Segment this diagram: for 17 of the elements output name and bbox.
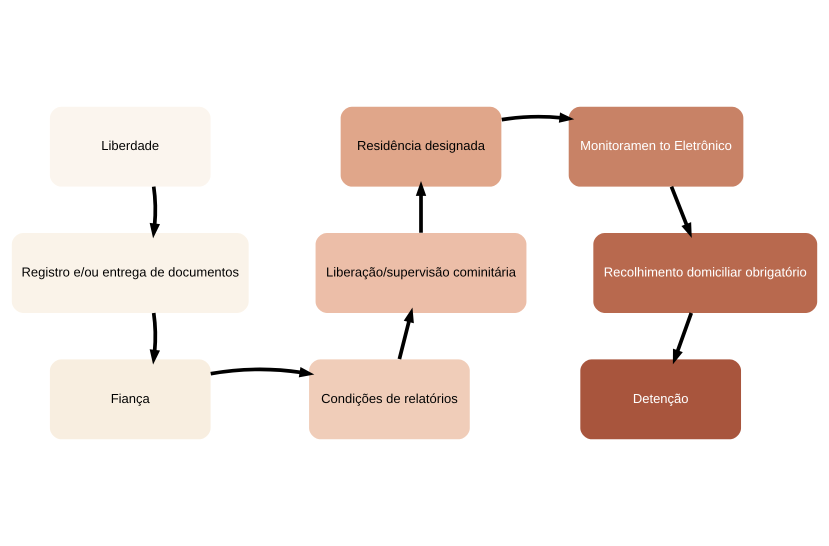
arrow	[210, 367, 314, 378]
arrow	[416, 181, 426, 233]
node-box: Registro e/ou entrega de documentos	[12, 233, 249, 313]
node-box: Liberação/supervisão cominitária	[316, 233, 526, 313]
node-box: Liberdade	[50, 106, 211, 187]
node-box: Condições de relatórios	[309, 359, 470, 440]
arrow	[398, 308, 414, 360]
node-box: Monitoramen to Eletrônico	[568, 106, 744, 187]
arrow	[150, 186, 160, 238]
arrow	[502, 112, 574, 123]
arrow	[672, 312, 694, 364]
arrow	[150, 312, 160, 365]
node-box: Fiança	[50, 359, 211, 440]
node-box: Recolhimento domiciliar obrigatório	[593, 233, 818, 313]
node-box: Detenção	[580, 359, 742, 440]
node-box: Residência designada	[340, 106, 502, 187]
arrow	[670, 186, 692, 238]
